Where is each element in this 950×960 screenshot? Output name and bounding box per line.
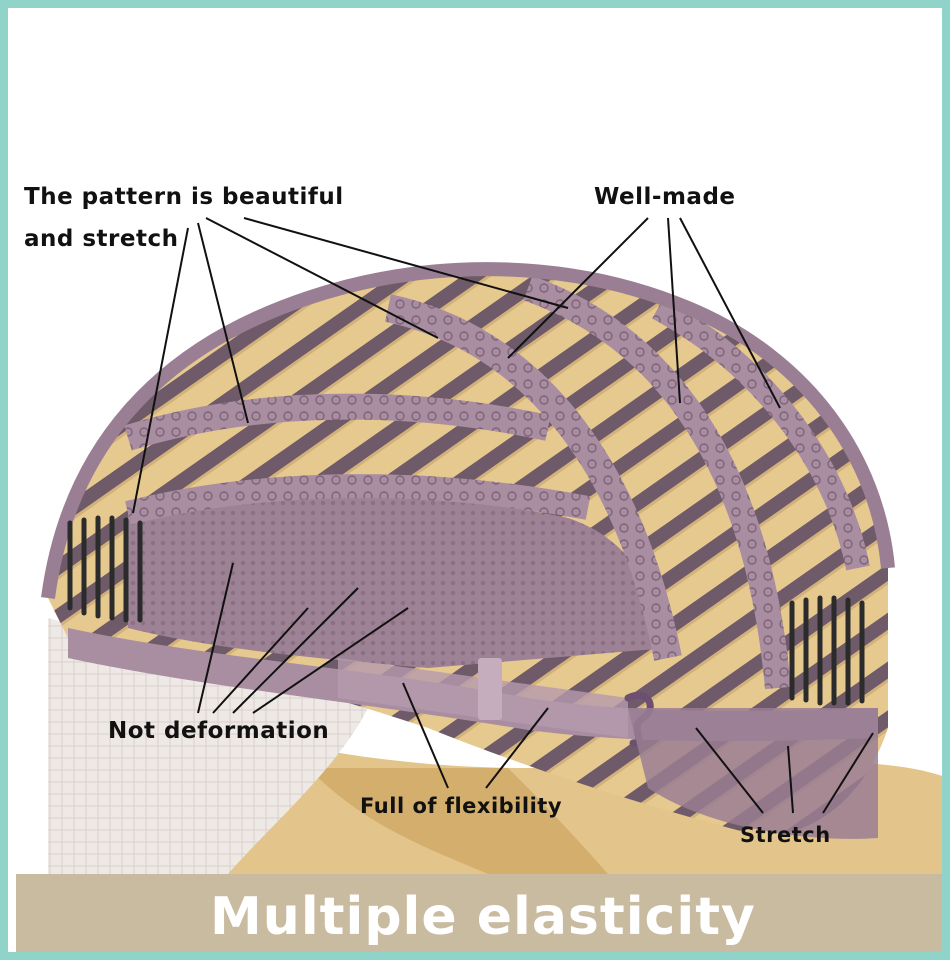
front-lace xyxy=(48,618,368,874)
lace-band xyxy=(124,393,551,451)
wig-cap-photo xyxy=(41,217,942,874)
lace-band xyxy=(652,297,870,571)
callout-lines xyxy=(132,217,874,814)
cap-mesh xyxy=(128,489,668,668)
cap-edge xyxy=(41,262,895,599)
lace-band xyxy=(523,275,791,690)
callout-pattern-line1: The pattern is beautiful xyxy=(24,184,344,210)
callout-not-deformation: Not deformation xyxy=(108,718,330,744)
callout-full-flexibility: Full of flexibility xyxy=(360,794,563,818)
callout-pattern-line2: and stretch xyxy=(24,226,179,252)
callout-well-made: Well-made xyxy=(594,184,736,210)
bottom-banner: Multiple elasticity xyxy=(16,874,942,952)
comb-left xyxy=(67,515,143,623)
callout-stretch: Stretch xyxy=(740,823,831,847)
lace-band xyxy=(385,294,682,661)
back-band xyxy=(628,708,878,839)
strap-loop xyxy=(478,658,502,720)
banner-title: Multiple elasticity xyxy=(210,887,756,947)
comb-right xyxy=(789,595,865,706)
lace-band xyxy=(125,474,591,525)
